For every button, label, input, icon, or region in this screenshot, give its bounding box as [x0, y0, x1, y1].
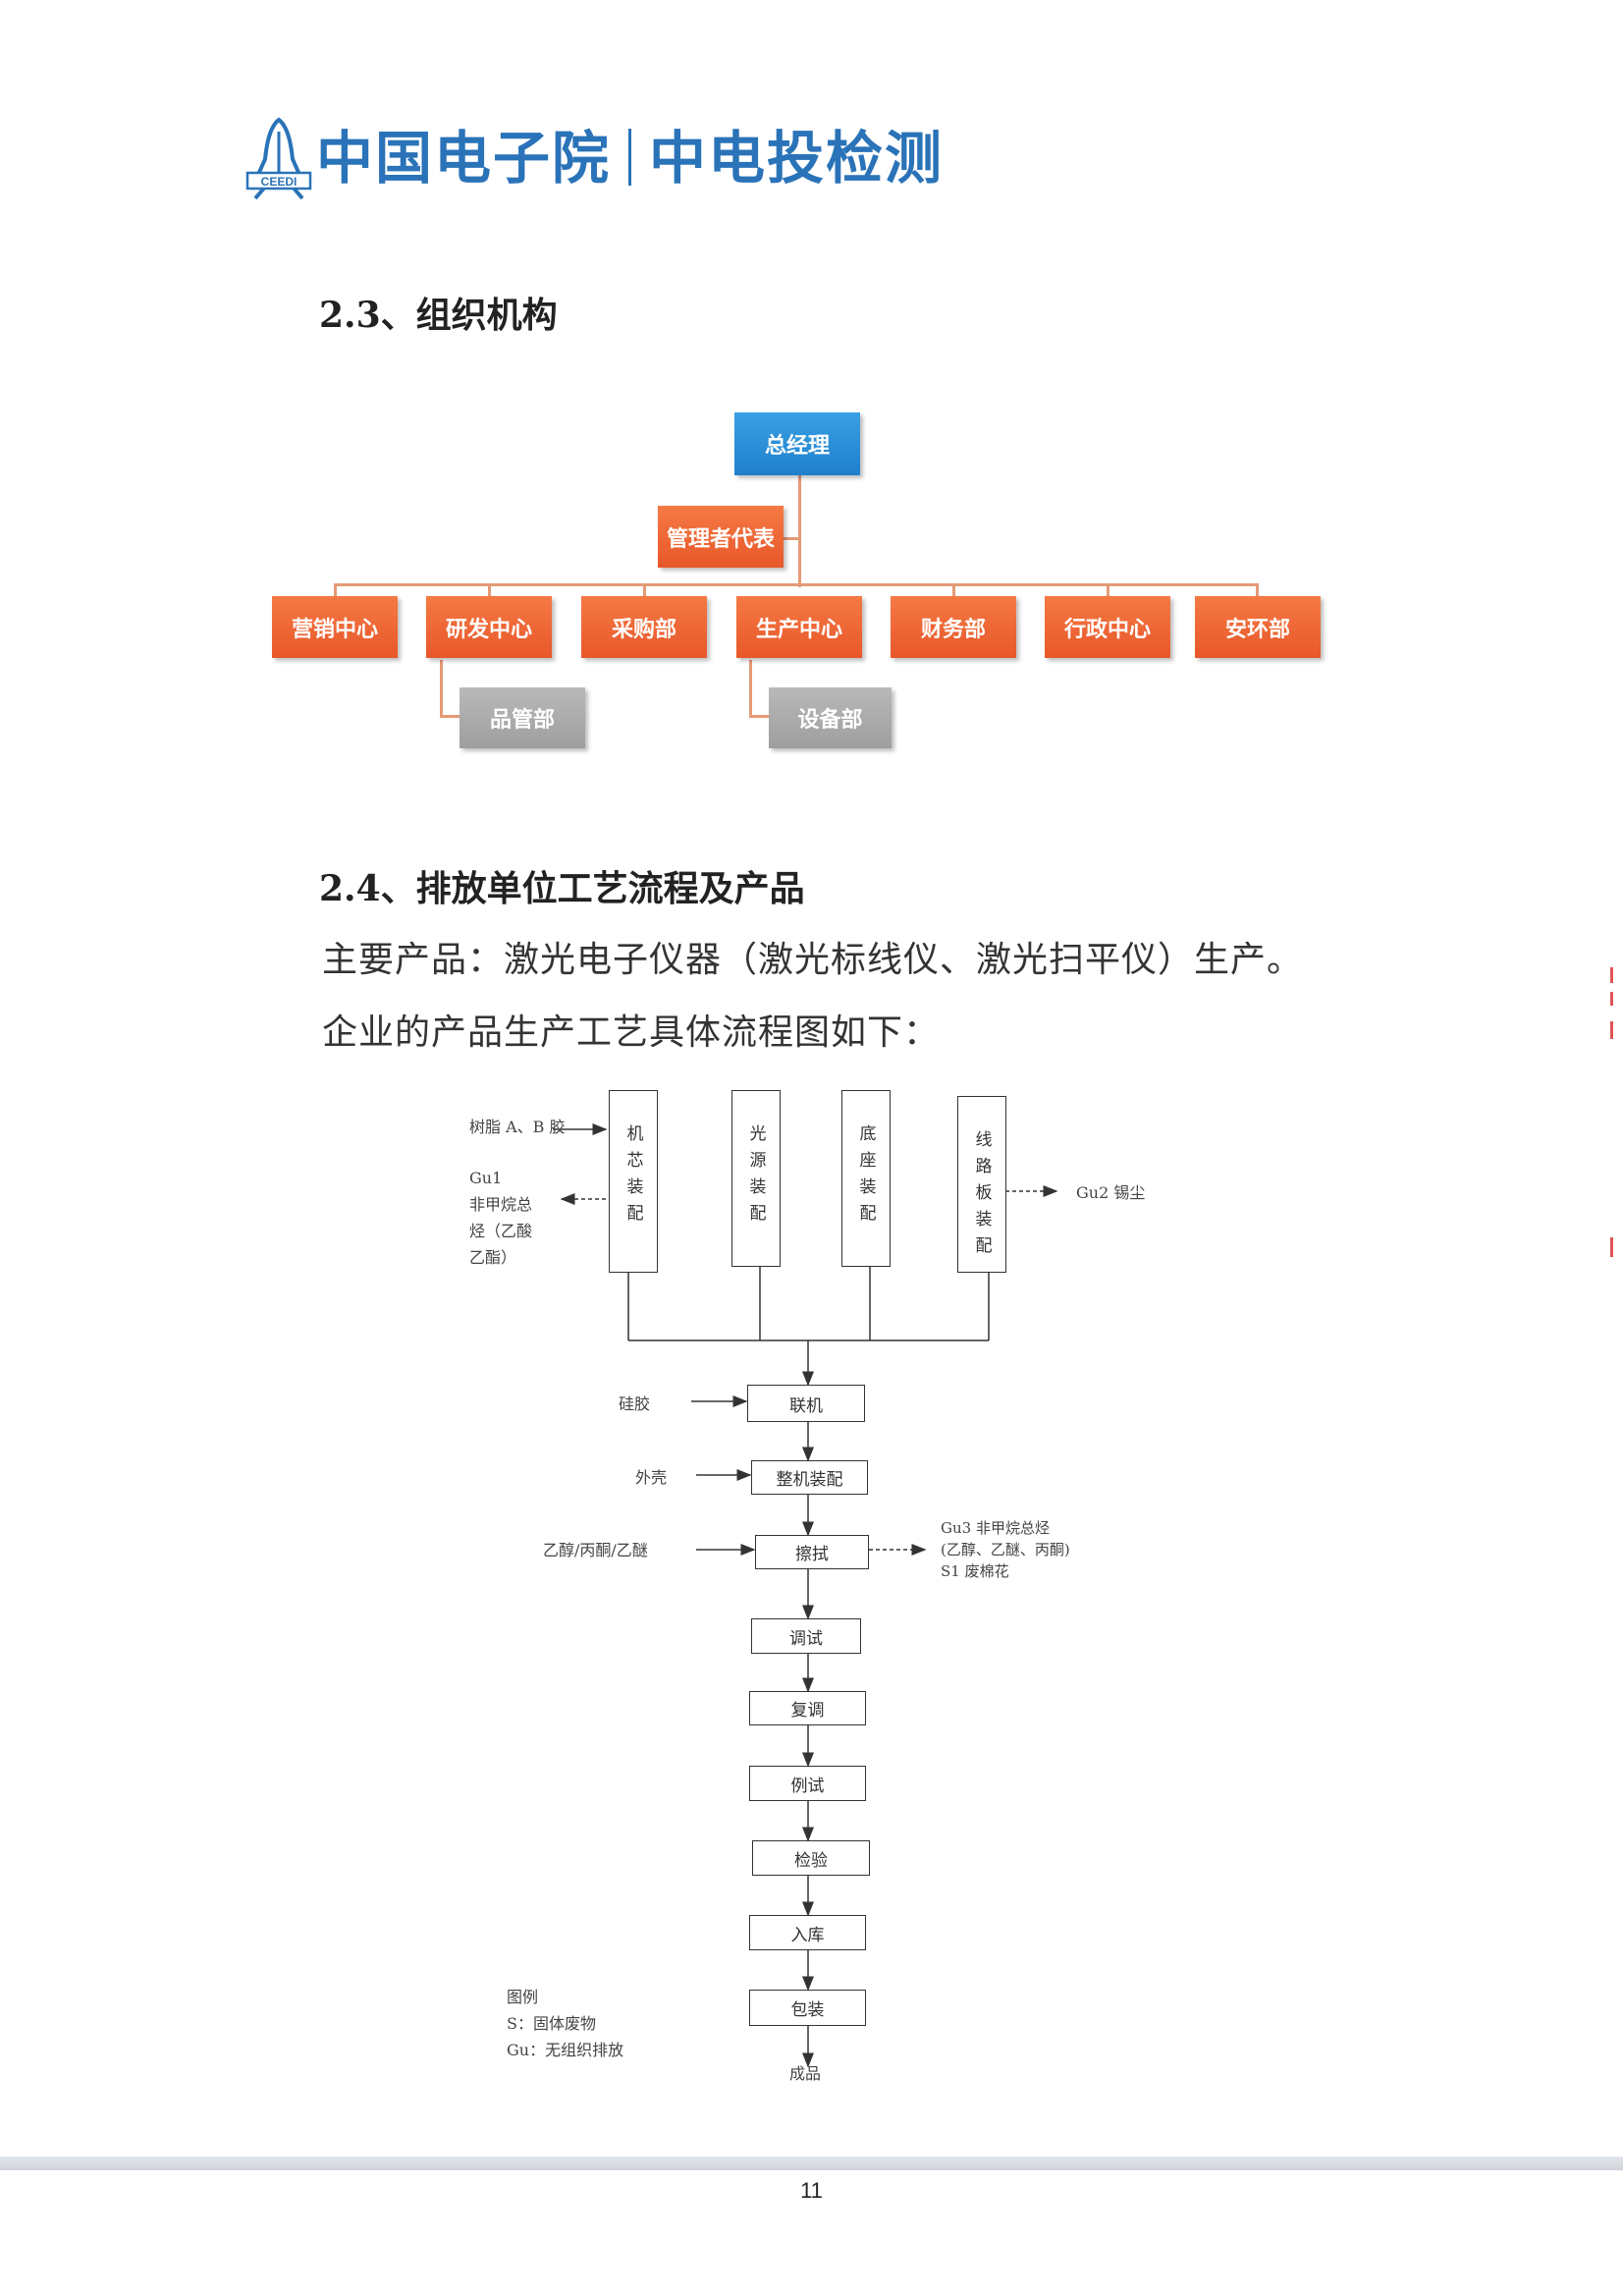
org-box-dept: 行政中心 [1045, 596, 1170, 658]
org-box-dept: 财务部 [891, 596, 1016, 658]
edge-mark [1610, 967, 1613, 983]
org-box-dept: 安环部 [1195, 596, 1321, 658]
org-box-dept: 研发中心 [426, 596, 552, 658]
brand-org-name: 中国电子院 [316, 125, 612, 191]
org-box-dept: 采购部 [581, 596, 707, 658]
flow-input-shell: 外壳 [635, 1468, 668, 1487]
flow-emission-g2: Gu2 锡尘 [1076, 1183, 1146, 1202]
page-number: 11 [800, 2178, 823, 2203]
flow-emission-g3: Gu3 非甲烷总烃(乙醇、乙醚、丙酮)S1 废棉花 [941, 1519, 1070, 1580]
flow-final-product: 成品 [789, 2064, 822, 2083]
paragraph-flow-intro: 企业的产品生产工艺具体流程图如下： [322, 1012, 941, 1053]
flow-step-box: 包装 [749, 1990, 866, 2026]
brand-separator [628, 129, 632, 186]
org-box-equipment-dept: 设备部 [769, 687, 892, 748]
org-box-management-rep: 管理者代表 [658, 506, 784, 568]
flow-step-box: 检验 [752, 1840, 870, 1876]
svg-text:CEEDI: CEEDI [261, 175, 298, 189]
flow-step-box: 联机 [747, 1385, 865, 1422]
paragraph-main-product: 主要产品：激光电子仪器（激光标线仪、激光扫平仪）生产。 [322, 940, 1304, 980]
flow-box-core-assembly: 机芯装配 [609, 1090, 658, 1273]
flow-step-box: 整机装配 [751, 1460, 868, 1495]
flow-input-silica: 硅胶 [619, 1394, 651, 1413]
org-box-dept: 生产中心 [736, 596, 862, 658]
section-heading-process: 2.4、排放单位工艺流程及产品 [319, 868, 805, 909]
section-heading-org: 2.3、组织机构 [319, 295, 558, 336]
org-box-general-manager: 总经理 [734, 412, 860, 475]
ceedi-logo-icon: CEEDI [245, 116, 312, 202]
edge-mark [1610, 1021, 1613, 1039]
flow-box-light-source-assembly: 光源装配 [731, 1090, 781, 1267]
org-box-dept: 营销中心 [272, 596, 398, 658]
brand-title: 中国电子院中电投检测 [316, 116, 944, 200]
edge-mark [1610, 1237, 1613, 1257]
flow-step-box: 擦拭 [755, 1535, 869, 1569]
flow-input-solvents: 乙醇/丙酮/乙醚 [543, 1541, 648, 1559]
flow-step-box: 调试 [751, 1618, 861, 1654]
edge-mark [1610, 992, 1613, 1006]
flow-input-resin: 树脂 A、B 胶 [469, 1118, 566, 1136]
flow-box-circuit-board-assembly: 线路板装配 [957, 1096, 1006, 1273]
org-box-quality-dept: 品管部 [460, 687, 585, 748]
brand-org-subname: 中电投检测 [649, 125, 945, 191]
flow-step-box: 入库 [749, 1915, 866, 1950]
flow-step-box: 复调 [749, 1691, 866, 1725]
footer-bar [0, 2157, 1623, 2170]
flow-step-box: 例试 [749, 1766, 866, 1801]
flow-box-base-assembly: 底座装配 [841, 1090, 891, 1267]
